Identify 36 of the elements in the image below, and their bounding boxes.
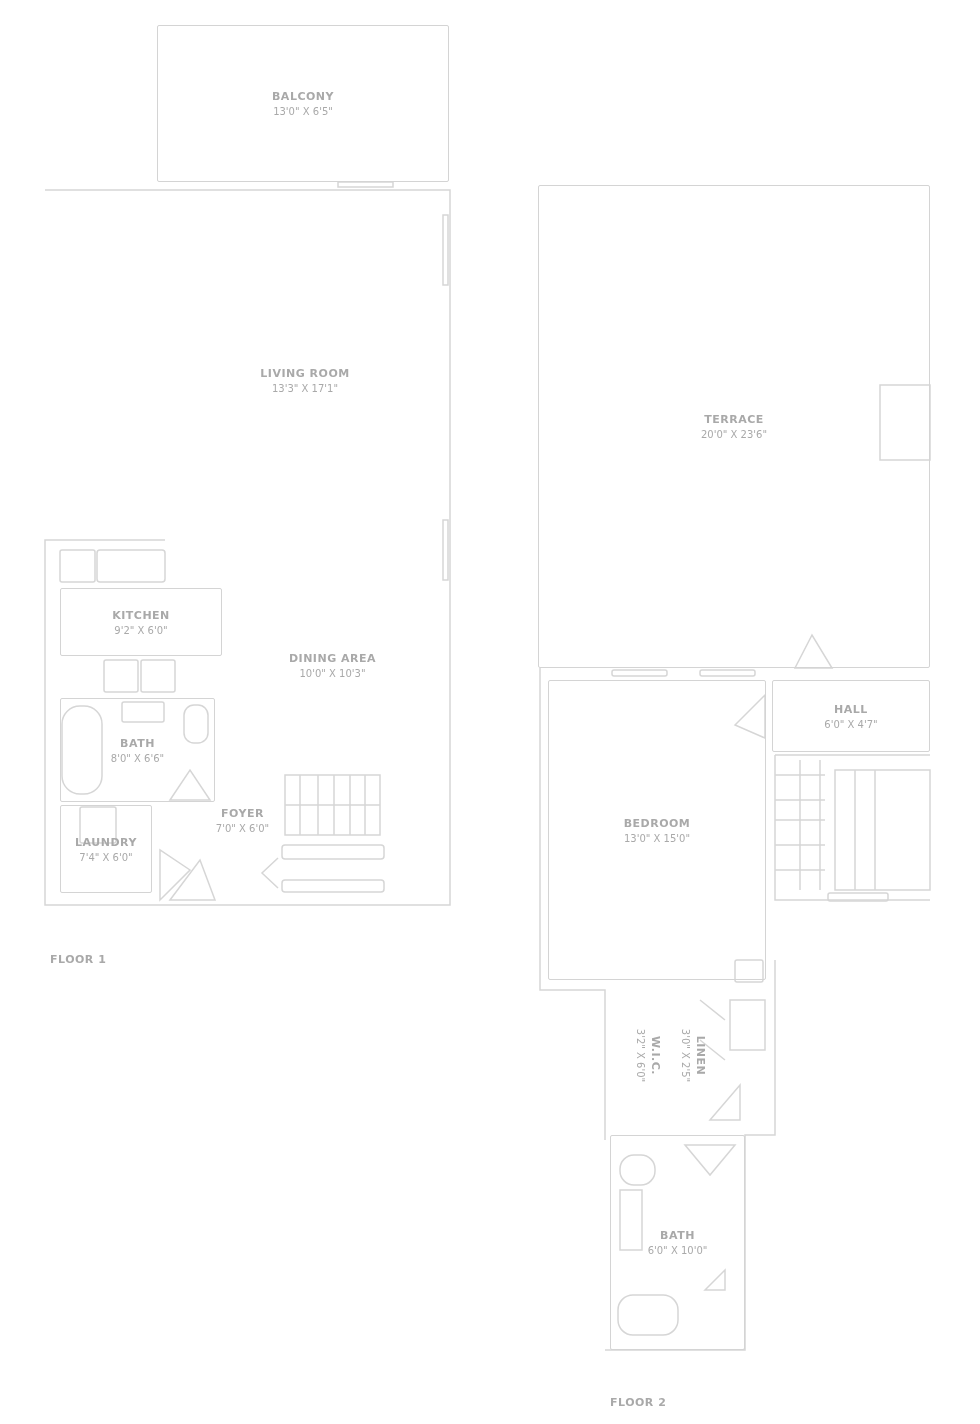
- room-outline: [60, 588, 222, 656]
- room-name: BALCONY: [272, 90, 334, 103]
- floor-label: FLOOR 1: [50, 953, 107, 966]
- room-dimensions: 10'0" X 10'3": [299, 667, 366, 679]
- room-name: LAUNDRY: [75, 835, 137, 849]
- room-dimensions: 3'2" X 6'0": [635, 1028, 647, 1082]
- room-name: DINING AREA: [288, 651, 377, 665]
- room-dimensions: 6'0" X 10'0": [647, 1245, 708, 1256]
- room-dimensions: 13'3" X 17'1": [271, 382, 339, 394]
- room-name: HALL: [834, 702, 868, 716]
- floor-label: FLOOR 2: [610, 1396, 667, 1409]
- room-dimensions: 20'0" X 23'6": [700, 429, 768, 440]
- room-name: BATH: [120, 736, 155, 750]
- room-outline: [772, 680, 930, 752]
- room-outline: [538, 185, 930, 668]
- room-outline: [60, 698, 215, 802]
- room-outline: [610, 1135, 745, 1350]
- room-outline: [157, 25, 449, 182]
- room-dimensions: 6'0" X 4'7": [824, 718, 878, 730]
- room-name: KITCHEN: [112, 608, 170, 622]
- room-name: LIVING ROOM: [260, 366, 350, 380]
- room-name: FOYER: [221, 806, 264, 820]
- room-name: BEDROOM: [623, 816, 691, 830]
- room-dimensions: 7'4" X 6'0": [79, 851, 133, 863]
- room-outline: [548, 680, 766, 980]
- room-dimensions: 13'0" X 6'5": [273, 106, 333, 117]
- room-outline: [60, 805, 152, 893]
- room-dimensions: 3'0" X 2'5": [680, 1028, 692, 1082]
- room-name: BATH: [660, 1229, 695, 1242]
- room-dimensions: 8'0" X 6'6": [110, 752, 165, 764]
- room-name: LINEN: [694, 1035, 708, 1075]
- room-dimensions: 13'0" X 15'0": [623, 832, 691, 844]
- room-dimensions: 7'0" X 6'0": [215, 822, 270, 834]
- room-name: TERRACE: [704, 413, 764, 426]
- room-name: W.I.C.: [649, 1035, 663, 1075]
- room-dimensions: 9'2" X 6'0": [114, 624, 168, 636]
